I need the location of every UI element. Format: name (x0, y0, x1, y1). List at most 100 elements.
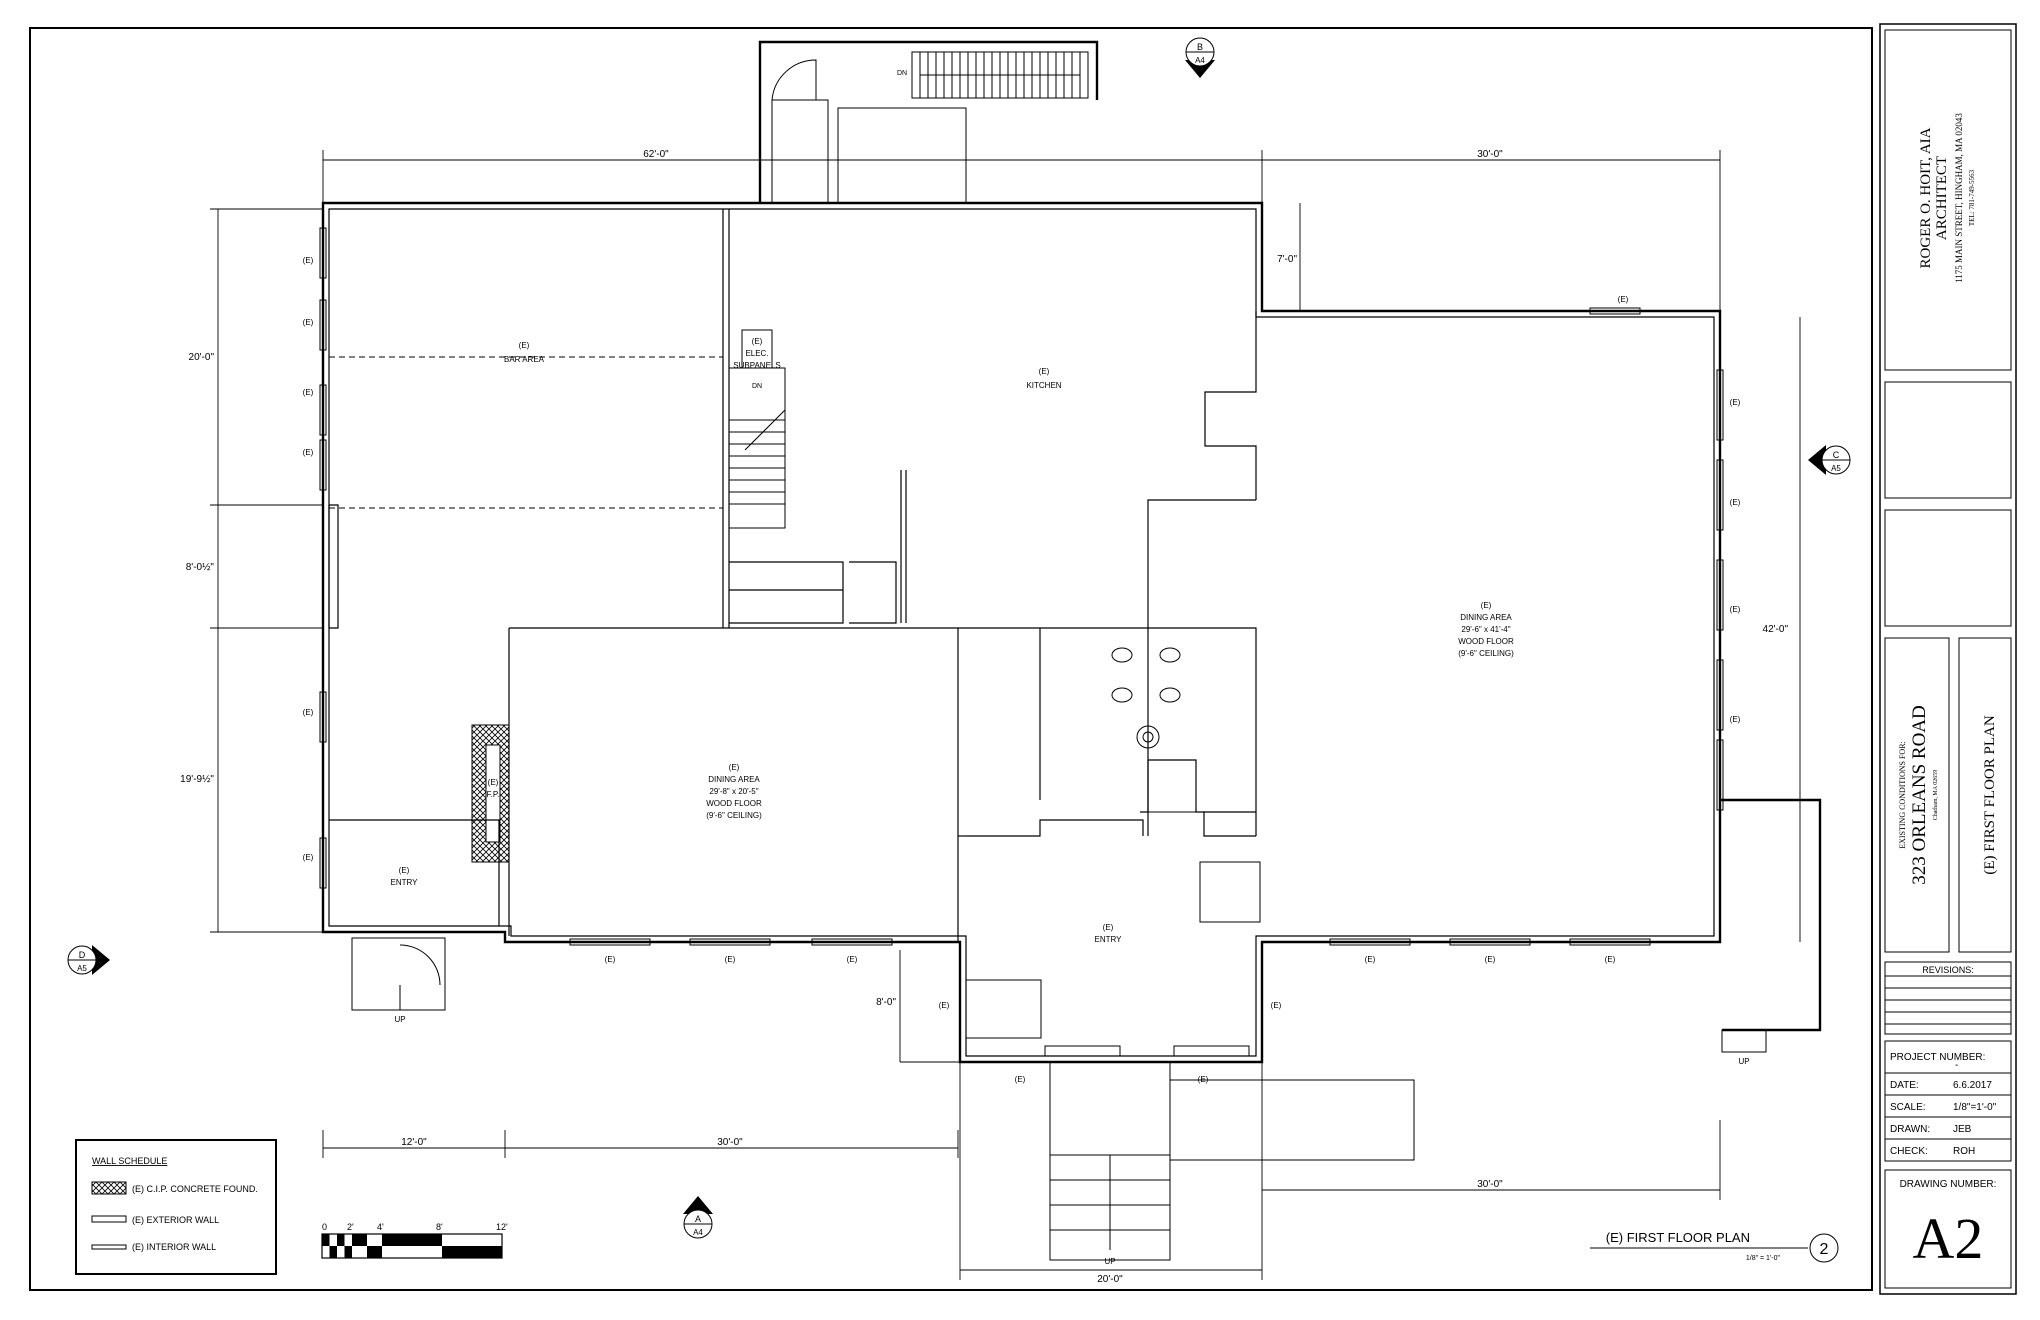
svg-text:(E): (E) (399, 866, 410, 875)
section-marker-bottom: A A4 (683, 1196, 713, 1239)
svg-text:12': 12' (496, 1222, 508, 1232)
stair-top-dn: DN (897, 70, 907, 77)
plan-title-scale: 1/8" = 1'-0" (1746, 1255, 1781, 1262)
dim-left-bot: 19'-9½" (180, 774, 214, 785)
svg-text:(E): (E) (1365, 955, 1376, 964)
svg-text:ENTRY: ENTRY (391, 878, 419, 887)
up-front-steps: UP (1104, 1257, 1115, 1266)
dim-entry-depth: 8'-0" (876, 997, 896, 1008)
svg-text:B: B (1197, 42, 1203, 52)
windows (319, 227, 1724, 946)
svg-text:DINING AREA: DINING AREA (708, 775, 760, 784)
room-label-entry-center: (E) ENTRY (1095, 923, 1123, 944)
svg-text:(E): (E) (488, 778, 499, 787)
svg-text:(E): (E) (1730, 715, 1741, 724)
svg-text:(E): (E) (1198, 1075, 1209, 1084)
svg-text:A5: A5 (1831, 464, 1841, 473)
dimensions: 62'-0" 30'-0" 7'-0" 20'-0" 8'-0½" 19'-9½… (180, 149, 1801, 1285)
project-prefix: EXISTING CONDITIONS FOR: (1898, 741, 1907, 849)
revisions-label: REVISIONS: (1922, 965, 1974, 975)
dim-left-top: 20'-0" (189, 352, 215, 363)
info-scale-value: 1/8"=1'-0" (1953, 1102, 1997, 1113)
dim-right: 42'-0" (1763, 624, 1789, 635)
wall-schedule-title: WALL SCHEDULE (92, 1156, 167, 1166)
svg-text:(E): (E) (303, 388, 314, 397)
dim-notch: 7'-0" (1277, 254, 1297, 265)
existing-tags: (E) (E) (E) (E) (E) (E) (E) (E) (E) (E) … (303, 256, 1741, 1084)
svg-text:(E) FIRST FLOOR PLAN: (E) FIRST FLOOR PLAN (1982, 715, 1998, 874)
svg-text:(E): (E) (1485, 955, 1496, 964)
svg-text:(9'-6" CEILING): (9'-6" CEILING) (1458, 649, 1514, 658)
project-info-table: PROJECT NUMBER: - DATE: 6.6.2017 SCALE: … (1884, 1040, 2012, 1162)
svg-text:A: A (695, 1214, 701, 1224)
up-right-porch: UP (1738, 1057, 1749, 1066)
svg-text:KITCHEN: KITCHEN (1026, 381, 1061, 390)
room-label-bar: (E) BAR AREA (504, 341, 545, 364)
svg-text:(E): (E) (729, 763, 740, 772)
section-marker-left: D A5 (67, 945, 110, 975)
svg-text:(E): (E) (303, 853, 314, 862)
info-check-value: ROH (1953, 1146, 1975, 1157)
svg-text:A4: A4 (693, 1228, 703, 1237)
svg-text:BAR AREA: BAR AREA (504, 355, 545, 364)
svg-text:(E): (E) (1730, 605, 1741, 614)
architect-title: ARCHITECT (1934, 156, 1950, 240)
plan-title-text: (E) FIRST FLOOR PLAN (1606, 1230, 1750, 1245)
svg-text:(E): (E) (1103, 923, 1114, 932)
room-label-kitchen: (E) KITCHEN (1026, 367, 1061, 390)
svg-text:(E): (E) (939, 1001, 950, 1010)
bathroom-fixtures (1111, 647, 1181, 749)
svg-text:ELEC.: ELEC. (745, 349, 768, 358)
architect-name: ROGER O. HOIT, AIA (1918, 127, 1934, 268)
sheet-title: (E) FIRST FLOOR PLAN (1982, 715, 1998, 874)
svg-text:(E): (E) (605, 955, 616, 964)
svg-text:(E): (E) (1015, 1075, 1026, 1084)
svg-text:(E): (E) (303, 256, 314, 265)
svg-text:A5: A5 (77, 964, 87, 973)
wall-schedule: WALL SCHEDULE (E) C.I.P. CONCRETE FOUND.… (75, 1139, 277, 1275)
svg-text:(E): (E) (1618, 295, 1629, 304)
drawing-number-label: DRAWING NUMBER: (1900, 1179, 1997, 1190)
info-scale-label: SCALE: (1890, 1102, 1926, 1113)
room-label-dining-right: (E) DINING AREA 29'-6" x 41'-4" WOOD FLO… (1458, 601, 1514, 658)
dim-bottom-mid: 30'-0" (717, 1137, 743, 1148)
floor-plan: DN (180, 40, 1822, 1285)
entry-stair-left (351, 937, 446, 1011)
svg-text:(E): (E) (519, 341, 530, 350)
dim-top-right: 30'-0" (1477, 149, 1503, 160)
project-location: Chatham, MA 02659 (1933, 770, 1939, 821)
wall-schedule-item-2: (E) EXTERIOR WALL (132, 1215, 219, 1225)
info-date-label: DATE: (1890, 1080, 1919, 1091)
plan-title: (E) FIRST FLOOR PLAN 1/8" = 1'-0" 2 (1590, 1230, 1839, 1263)
section-marker-top: B A4 (1185, 37, 1215, 78)
architect-address: 1175 MAIN STREET, HINGHAM, MA 02043 (1954, 113, 1964, 283)
svg-text:(E): (E) (1039, 367, 1050, 376)
dim-bottom-left: 12'-0" (401, 1137, 427, 1148)
dim-left-mid: 8'-0½" (186, 562, 215, 573)
svg-text:4': 4' (377, 1222, 384, 1232)
fireplace (471, 724, 510, 863)
svg-text:0: 0 (322, 1222, 327, 1232)
svg-text:(E): (E) (303, 318, 314, 327)
svg-text:C: C (1833, 450, 1840, 460)
svg-text:(E): (E) (303, 448, 314, 457)
project-name: 323 ORLEANS ROAD (1909, 705, 1930, 884)
svg-text:(E): (E) (847, 955, 858, 964)
info-drawn-label: DRAWN: (1890, 1124, 1930, 1135)
svg-text:(E): (E) (1730, 498, 1741, 507)
room-label-entry-left: (E) ENTRY (391, 866, 419, 887)
wall-schedule-item-1: (E) C.I.P. CONCRETE FOUND. (132, 1184, 258, 1194)
project-info: EXISTING CONDITIONS FOR: 323 ORLEANS ROA… (1898, 705, 1939, 884)
svg-text:(E): (E) (1271, 1001, 1282, 1010)
stair-interior-dn: DN (752, 383, 762, 390)
svg-text:2': 2' (347, 1222, 354, 1232)
svg-text:D: D (79, 950, 86, 960)
dim-bottom-right: 30'-0" (1477, 1179, 1503, 1190)
stair-interior: DN (729, 383, 786, 505)
drawing-number: A2 (1913, 1206, 1984, 1271)
svg-text:A4: A4 (1195, 56, 1205, 65)
stair-top: DN (897, 52, 1081, 98)
wall-schedule-item-3: (E) INTERIOR WALL (132, 1242, 216, 1252)
scale-bar: 0 2' 4' 8' 12' (321, 1222, 508, 1259)
